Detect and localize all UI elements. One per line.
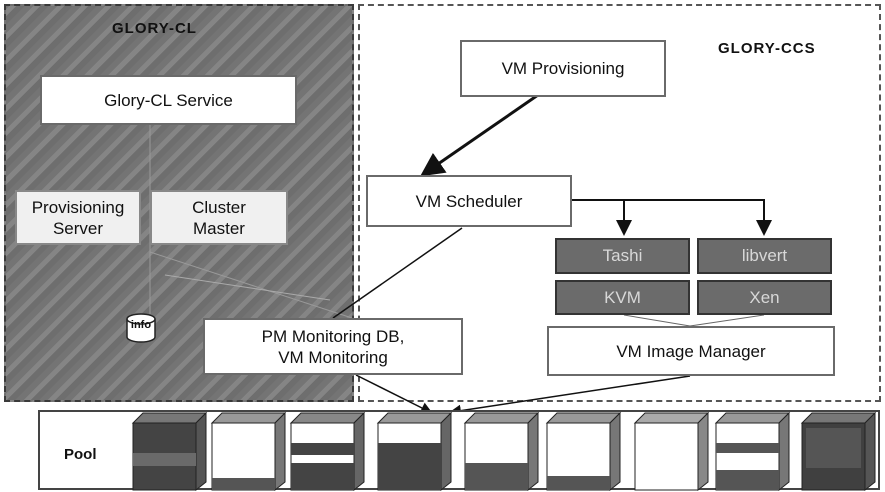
server-icon	[289, 411, 366, 492]
vm-image-manager-label: VM Image Manager	[616, 341, 766, 361]
database-icon	[126, 313, 156, 343]
server-icon	[633, 411, 710, 492]
vm-image-manager-box: VM Image Manager	[547, 326, 835, 376]
pool-label: Pool	[64, 446, 97, 463]
glory-cl-service-box: Glory-CL Service	[40, 75, 297, 125]
server-icon	[800, 411, 877, 492]
pm-monitoring-label-line1: PM Monitoring DB,	[261, 326, 405, 346]
cluster-master-label: Cluster Master	[192, 197, 246, 238]
server-icon	[131, 411, 208, 492]
server-icon	[210, 411, 287, 492]
provisioning-server-label: Provisioning Server	[31, 197, 125, 238]
server-icon	[714, 411, 791, 492]
cluster-master-box: Cluster Master	[150, 190, 288, 245]
server-icon	[545, 411, 622, 492]
glory-cl-title: GLORY-CL	[112, 20, 197, 37]
libvert-box: libvert	[697, 238, 832, 274]
xen-label: Xen	[749, 287, 780, 307]
xen-box: Xen	[697, 280, 832, 315]
tashi-box: Tashi	[555, 238, 690, 274]
kvm-label: KVM	[604, 287, 641, 307]
database-label: info	[130, 319, 152, 331]
vm-provisioning-box: VM Provisioning	[460, 40, 666, 97]
provisioning-server-box: Provisioning Server	[15, 190, 141, 245]
tashi-label: Tashi	[602, 246, 643, 265]
glory-ccs-title: GLORY-CCS	[718, 40, 816, 57]
server-icon	[463, 411, 540, 492]
pm-monitoring-label-line2: VM Monitoring	[278, 347, 388, 367]
kvm-box: KVM	[555, 280, 690, 315]
pm-monitoring-box: PM Monitoring DB, VM Monitoring	[203, 318, 463, 375]
vm-scheduler-box: VM Scheduler	[366, 175, 572, 227]
glory-cl-service-label: Glory-CL Service	[104, 90, 233, 110]
vm-scheduler-label: VM Scheduler	[415, 191, 523, 211]
libvert-label: libvert	[741, 246, 788, 265]
server-icon	[376, 411, 453, 492]
vm-provisioning-label: VM Provisioning	[501, 59, 625, 78]
